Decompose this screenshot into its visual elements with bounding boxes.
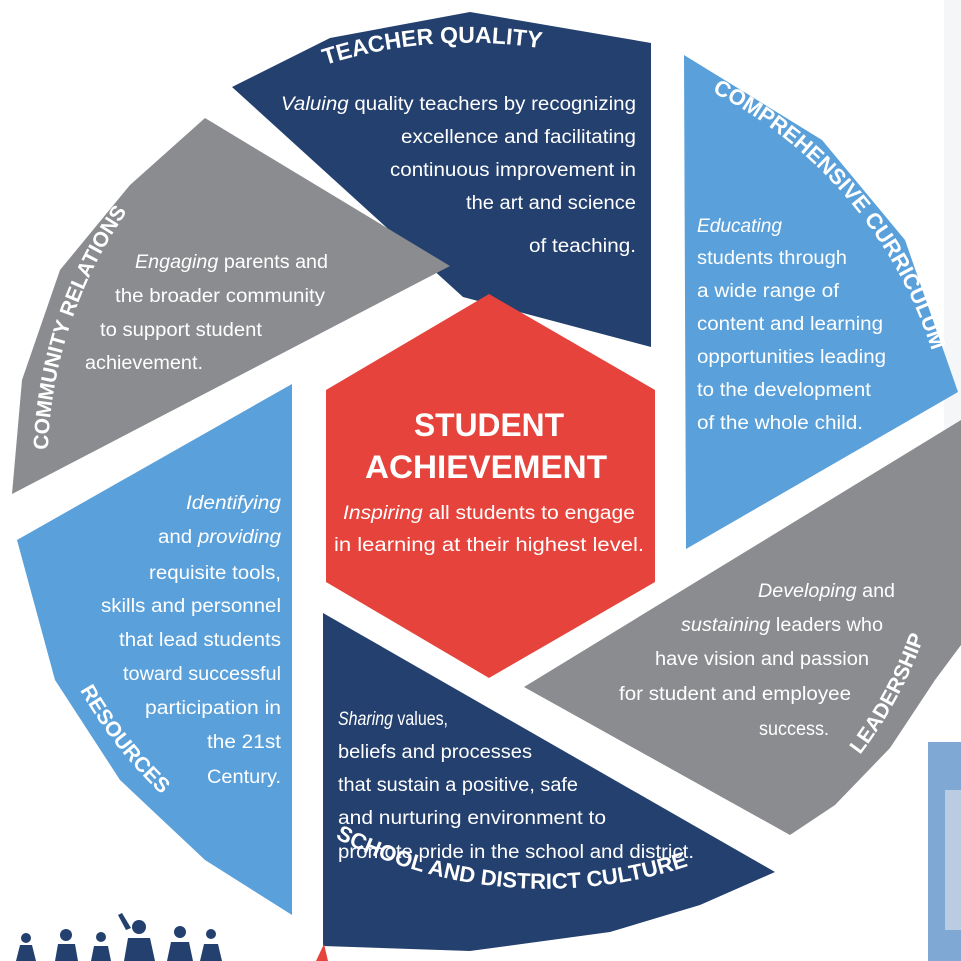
- svg-text:achievement.: achievement.: [85, 353, 203, 374]
- school-culture-text: Sharing values, beliefs and processes th…: [338, 709, 694, 863]
- svg-text:opportunities leading: opportunities leading: [697, 347, 886, 368]
- svg-text:participation in: participation in: [145, 698, 281, 719]
- segment-comprehensive-curriculum[interactable]: [684, 55, 958, 549]
- svg-text:sustaining leaders who: sustaining leaders who: [681, 615, 883, 636]
- svg-text:of teaching.: of teaching.: [529, 236, 636, 257]
- teacher-quality-text: Valuing quality teachers by recognizing …: [281, 94, 636, 257]
- svg-text:Identifying: Identifying: [186, 493, 281, 514]
- svg-text:content and learning: content and learning: [697, 314, 883, 335]
- svg-text:promote pride in the school an: promote pride in the school and district…: [338, 842, 694, 863]
- svg-text:Developing and: Developing and: [758, 581, 895, 602]
- red-accent-fragment: [316, 944, 328, 961]
- center-desc-line1: Inspiring all students to engage: [343, 503, 635, 524]
- svg-text:to the development: to the development: [697, 380, 872, 401]
- center-title-line2: ACHIEVEMENT: [365, 449, 607, 485]
- svg-text:and providing: and providing: [158, 527, 281, 548]
- svg-text:skills and personnel: skills and personnel: [101, 596, 281, 617]
- svg-text:Valuing quality teachers by re: Valuing quality teachers by recognizing: [281, 94, 636, 115]
- svg-text:continuous improvement in: continuous improvement in: [390, 160, 636, 181]
- svg-text:that sustain a positive, safe: that sustain a positive, safe: [338, 775, 578, 796]
- svg-text:Engaging parents and: Engaging parents and: [135, 252, 328, 273]
- segment-school-culture[interactable]: [323, 613, 775, 951]
- segment-leadership[interactable]: [524, 420, 961, 835]
- svg-text:the broader community: the broader community: [115, 286, 326, 307]
- segment-resources[interactable]: [17, 384, 292, 915]
- svg-text:requisite tools,: requisite tools,: [149, 563, 281, 584]
- svg-text:the art and science: the art and science: [466, 193, 636, 214]
- svg-text:excellence and facilitating: excellence and facilitating: [401, 127, 636, 148]
- svg-text:a wide range of: a wide range of: [697, 281, 840, 302]
- segment-teacher-quality[interactable]: [232, 12, 651, 347]
- resources-text: Identifying and providing requisite tool…: [101, 493, 282, 788]
- center-text: STUDENT ACHIEVEMENT Inspiring all studen…: [334, 407, 644, 556]
- svg-text:that lead students: that lead students: [119, 630, 281, 651]
- svg-text:to support student: to support student: [100, 320, 263, 341]
- svg-text:success.: success.: [759, 719, 829, 740]
- svg-text:Educating: Educating: [697, 216, 782, 237]
- svg-text:Century.: Century.: [207, 767, 281, 788]
- center-title-line1: STUDENT: [414, 407, 564, 443]
- community-relations-text: Engaging parents and the broader communi…: [85, 252, 328, 374]
- svg-text:have vision and passion: have vision and passion: [655, 649, 869, 670]
- center-hexagon[interactable]: [326, 294, 655, 678]
- svg-text:Sharing values,: Sharing values,: [338, 709, 448, 730]
- svg-text:of the whole child.: of the whole child.: [697, 413, 863, 434]
- photo-strip-inner: [945, 790, 961, 930]
- svg-text:beliefs and processes: beliefs and processes: [338, 742, 532, 763]
- leadership-text: Developing and sustaining leaders who ha…: [619, 581, 895, 740]
- svg-text:toward successful: toward successful: [123, 664, 281, 685]
- svg-text:for student and employee: for student and employee: [619, 684, 851, 705]
- svg-text:and nurturing environment to: and nurturing environment to: [338, 808, 606, 829]
- svg-text:the 21st: the 21st: [207, 732, 282, 753]
- svg-text:students through: students through: [697, 248, 847, 269]
- segment-community-relations[interactable]: [12, 118, 450, 494]
- student-silhouettes-image: [16, 913, 222, 961]
- center-desc-line2: in learning at their highest level.: [334, 535, 644, 556]
- comprehensive-curriculum-text: Educating students through a wide range …: [697, 216, 886, 434]
